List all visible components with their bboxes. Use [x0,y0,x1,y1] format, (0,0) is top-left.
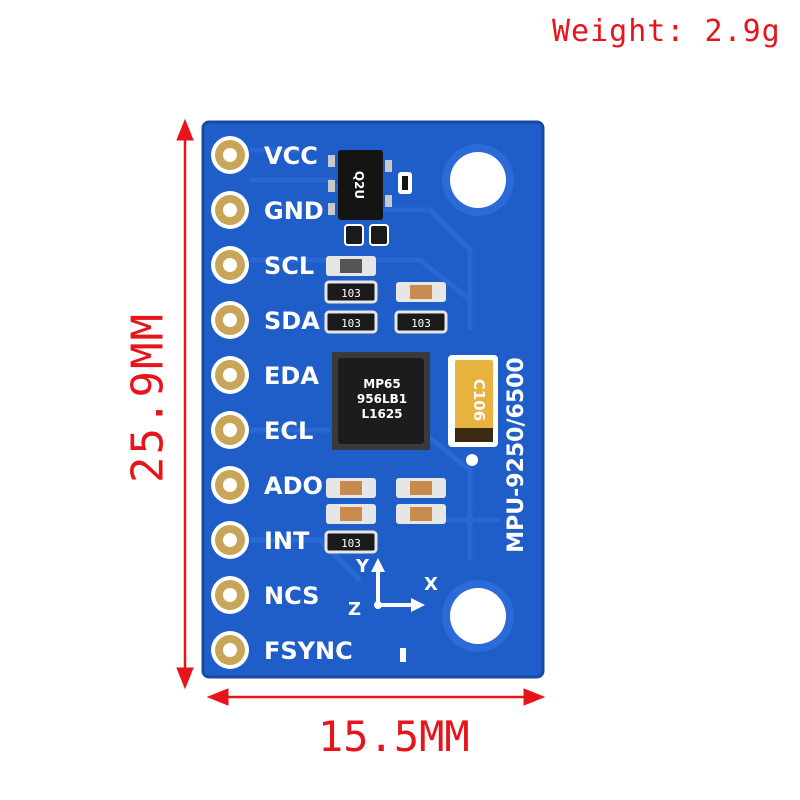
pin-pads [211,136,249,669]
capacitor-5 [326,504,376,524]
axis-y-label: Y [355,556,370,577]
width-dimension-arrow [206,688,546,706]
pin-pad-sda [211,301,249,339]
capacitor-3 [396,478,446,498]
pin-pad-ncs [211,576,249,614]
chip-marking-3: L1625 [361,407,402,421]
axis-z-label: Z [348,599,361,620]
mpu-chip: MP65 956LB1 L1625 [332,352,430,450]
pin-pad-ecl [211,411,249,449]
capacitor-1 [396,282,446,302]
pin-label-ncs: NCS [264,582,319,610]
pin-pad-int [211,521,249,559]
axis-x-label: X [424,574,438,595]
resistor-3: 103 [394,310,448,334]
weight-label: Weight: 2.9g [552,14,781,49]
pin-label-int: INT [264,527,310,555]
pin-label-vcc: VCC [264,142,318,170]
pin-label-gnd: GND [264,197,324,225]
pin-pad-vcc [211,136,249,174]
capacitor-4 [396,504,446,524]
height-dimension-arrow [176,118,194,690]
pin-pad-fsync [211,631,249,669]
pin-label-eda: EDA [264,362,319,390]
voltage-regulator: Q2U [328,150,412,220]
svg-text:103: 103 [341,317,361,330]
pin-labels: VCC GND SCL SDA EDA ECL ADO INT NCS FSYNC [264,142,353,665]
resistor-4: 103 [324,530,378,554]
smd-components: 103 103 103 103 [324,256,448,554]
svg-text:103: 103 [341,287,361,300]
svg-text:103: 103 [341,537,361,550]
pin-label-sda: SDA [264,307,320,335]
pin-label-scl: SCL [264,252,314,280]
pin-label-ado: ADO [264,472,323,500]
pin-label-ecl: ECL [264,417,313,445]
pin-pad-gnd [211,191,249,229]
tantalum-capacitor: C106 [448,355,498,447]
pin-pad-scl [211,246,249,284]
chip-marking-2: 956LB1 [357,392,407,406]
capacitor-6 [326,256,376,276]
capacitor-2 [326,478,376,498]
regulator-marking: Q2U [352,171,366,199]
svg-text:103: 103 [411,317,431,330]
resistor-2: 103 [324,310,378,334]
axis-indicator [371,558,425,612]
pin-label-fsync: FSYNC [264,637,353,665]
chip-marking-1: MP65 [363,377,400,391]
resistor-1: 103 [324,280,378,304]
pin-pad-ado [211,466,249,504]
board-model-label: MPU-9250/6500 [504,357,529,553]
width-dimension-label: 15.5MM [318,712,470,761]
pin-pad-eda [211,356,249,394]
capacitor-marking: C106 [470,379,488,421]
